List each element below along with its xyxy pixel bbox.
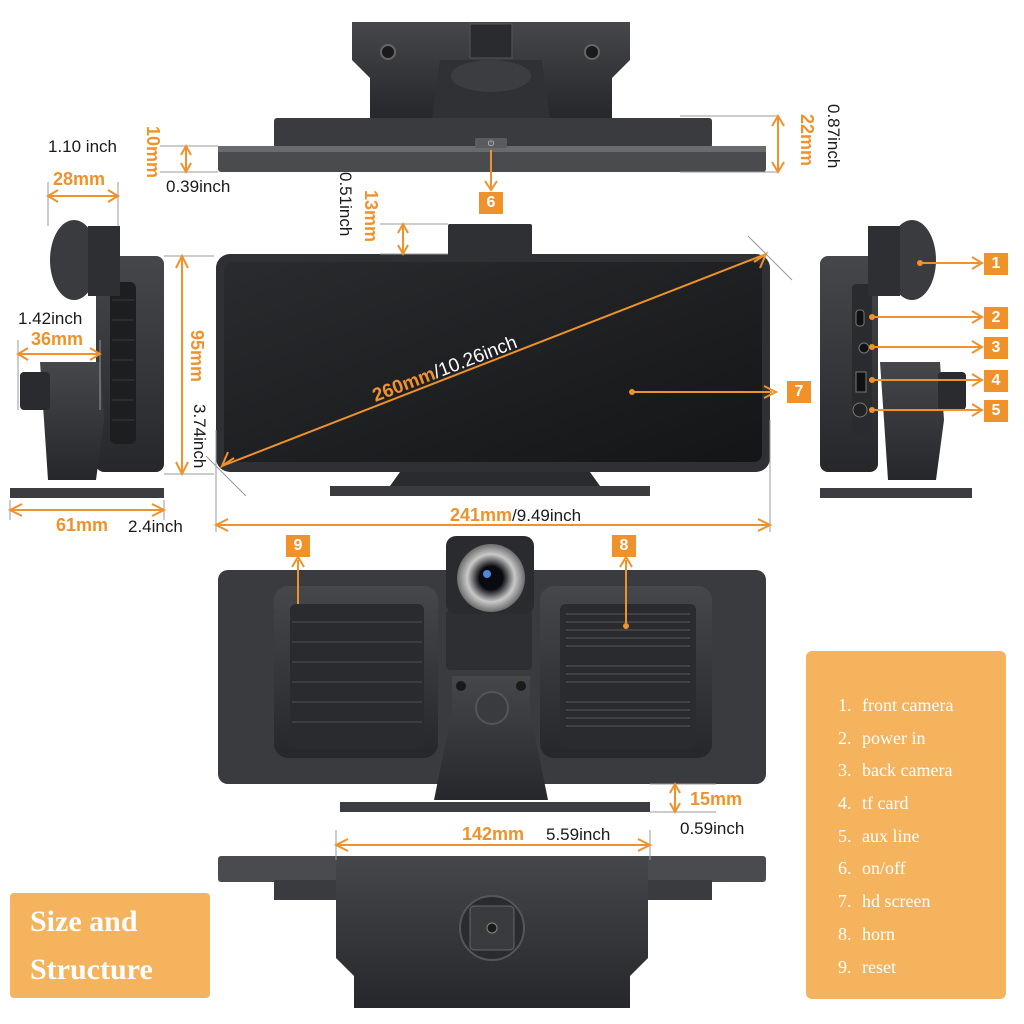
- legend-label: horn: [862, 923, 895, 944]
- legend-label: on/off: [862, 858, 906, 879]
- legend-num: 7.: [838, 891, 852, 912]
- legend-num: 4.: [838, 793, 852, 814]
- legend-item: 1. front camera: [806, 689, 1006, 722]
- bracket-width-inch-label: 5.59inch: [546, 825, 611, 844]
- title-line-1: Size and: [30, 905, 138, 938]
- legend-num: 8.: [838, 923, 852, 944]
- badge-3: 3: [984, 337, 1008, 359]
- badge-8: 8: [612, 535, 636, 557]
- legend-num: 2.: [838, 727, 852, 748]
- legend-item: 3. back camera: [806, 754, 1006, 787]
- legend-item: 8. horn: [806, 918, 1006, 951]
- base-depth-inch-label: 2.4inch: [128, 517, 183, 536]
- right-side-view: [820, 220, 984, 498]
- badge-7: 7: [787, 381, 811, 403]
- width-mm-label: 241mm: [450, 505, 513, 525]
- side-depth-inch-label: 1.42inch: [18, 309, 83, 328]
- title-box: Size and Structure: [10, 893, 210, 998]
- legend-num: 6.: [838, 858, 852, 879]
- legend-item: 4. tf card: [806, 787, 1006, 820]
- legend-panel: 1.front camera 2.power in 3.back camera …: [806, 651, 1006, 999]
- legend-num: 5.: [838, 825, 852, 846]
- legend-label: aux line: [862, 825, 920, 846]
- top-view: ⏻: [160, 22, 785, 192]
- legend-item: 5. aux line: [806, 820, 1006, 853]
- top-thickness-inch-label: 0.39inch: [166, 177, 231, 196]
- width-inch-label: /9.49inch: [512, 506, 582, 525]
- legend-num: 9.: [838, 956, 852, 977]
- camera-height-mm-label: 13mm: [361, 190, 381, 243]
- badge-6: 6: [479, 192, 503, 214]
- side-width-mm-label: 28mm: [53, 169, 106, 189]
- base-height-mm-label: 15mm: [690, 789, 743, 809]
- legend-item: 7. hd screen: [806, 885, 1006, 918]
- height-inch-label: 3.74inch: [190, 404, 209, 469]
- base-depth-mm-label: 61mm: [56, 515, 109, 535]
- top-depth-inch-label: 1.10 inch: [48, 137, 117, 156]
- top-height-inch-label: 0.87inch: [824, 104, 843, 169]
- svg-text:⏻: ⏻: [488, 139, 495, 148]
- front-view: [205, 221, 793, 532]
- left-side-view: [7, 182, 214, 520]
- legend-label: tf card: [862, 793, 909, 814]
- title-line-2: Structure: [30, 953, 153, 986]
- legend-num: 1.: [838, 695, 852, 715]
- side-depth-mm-label: 36mm: [31, 329, 84, 349]
- bottom-view: [218, 830, 766, 1008]
- top-height-mm-label: 22mm: [797, 114, 817, 167]
- legend-num: 3.: [838, 760, 852, 781]
- legend-item: 2. power in: [806, 722, 1006, 755]
- width-label: 241mm/9.49inch: [450, 506, 581, 525]
- legend-label: front camera: [862, 695, 954, 715]
- badge-4: 4: [984, 370, 1008, 392]
- camera-height-inch-label: 0.51inch: [336, 172, 355, 237]
- bracket-width-mm-label: 142mm: [462, 824, 525, 844]
- badge-9: 9: [286, 535, 310, 557]
- badge-2: 2: [984, 307, 1008, 329]
- legend-label: hd screen: [862, 891, 931, 912]
- legend-label: back camera: [862, 760, 953, 781]
- height-mm-label: 95mm: [187, 330, 207, 383]
- top-depth-mm-label: 10mm: [143, 126, 163, 179]
- badge-1: 1: [984, 253, 1008, 275]
- legend-item: 9. reset: [806, 951, 1006, 984]
- legend-list: 1.front camera 2.power in 3.back camera …: [806, 689, 1006, 983]
- legend-label: reset: [862, 956, 896, 977]
- legend-item: 6. on/off: [806, 852, 1006, 885]
- base-height-inch-label: 0.59inch: [680, 819, 745, 838]
- back-view: [218, 536, 766, 815]
- legend-label: power in: [862, 727, 926, 748]
- badge-5: 5: [984, 400, 1008, 422]
